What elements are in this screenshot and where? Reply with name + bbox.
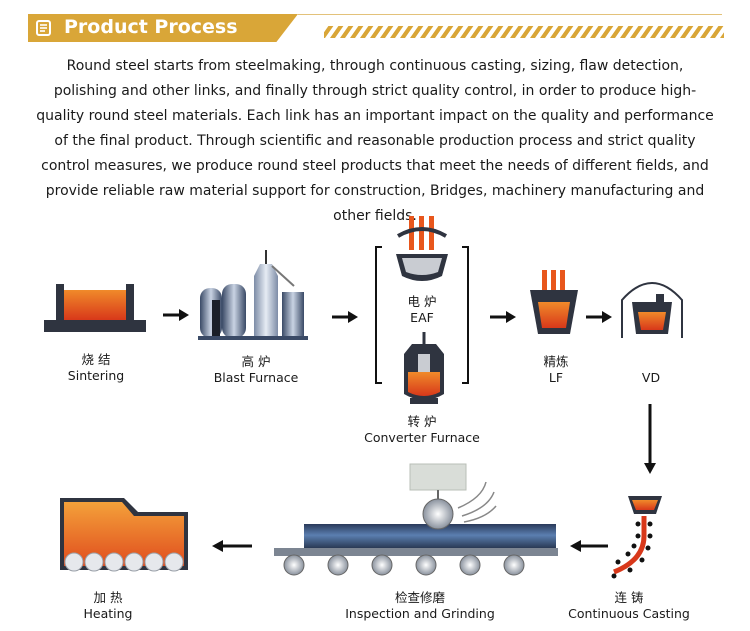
- continuous-casting-icon: [611, 496, 662, 579]
- flow-arrow-icon: [586, 311, 612, 323]
- process-description: Round steel starts from steelmaking, thr…: [36, 58, 714, 224]
- heating-furnace-icon: [60, 498, 188, 572]
- flow-arrow-icon: [490, 311, 516, 323]
- section-header: Product Process: [28, 14, 724, 42]
- header-stripes: [324, 26, 724, 38]
- scroll-icon: [34, 18, 54, 38]
- converter-furnace-icon: [404, 332, 444, 404]
- page-title: Product Process: [64, 16, 238, 38]
- vacuum-degassing-icon: [621, 282, 683, 338]
- vd-label: VD: [641, 370, 661, 385]
- flow-arrow-icon: [163, 309, 189, 321]
- flow-arrow-icon: [332, 311, 358, 323]
- blast-furnace-icon: [198, 250, 308, 340]
- flow-arrow-left-icon: [212, 540, 252, 552]
- flow-arrow-left-icon: [570, 540, 608, 552]
- header-rule: [298, 14, 722, 15]
- alternative-bracket: [375, 246, 469, 384]
- header-bar: [28, 14, 298, 42]
- ladle-furnace-icon: [530, 270, 578, 334]
- electric-arc-furnace-icon: [396, 216, 448, 281]
- inspection-grinding-icon: [274, 463, 558, 576]
- flow-arrow-down-icon: [644, 404, 656, 474]
- sintering-machine-icon: [44, 284, 146, 332]
